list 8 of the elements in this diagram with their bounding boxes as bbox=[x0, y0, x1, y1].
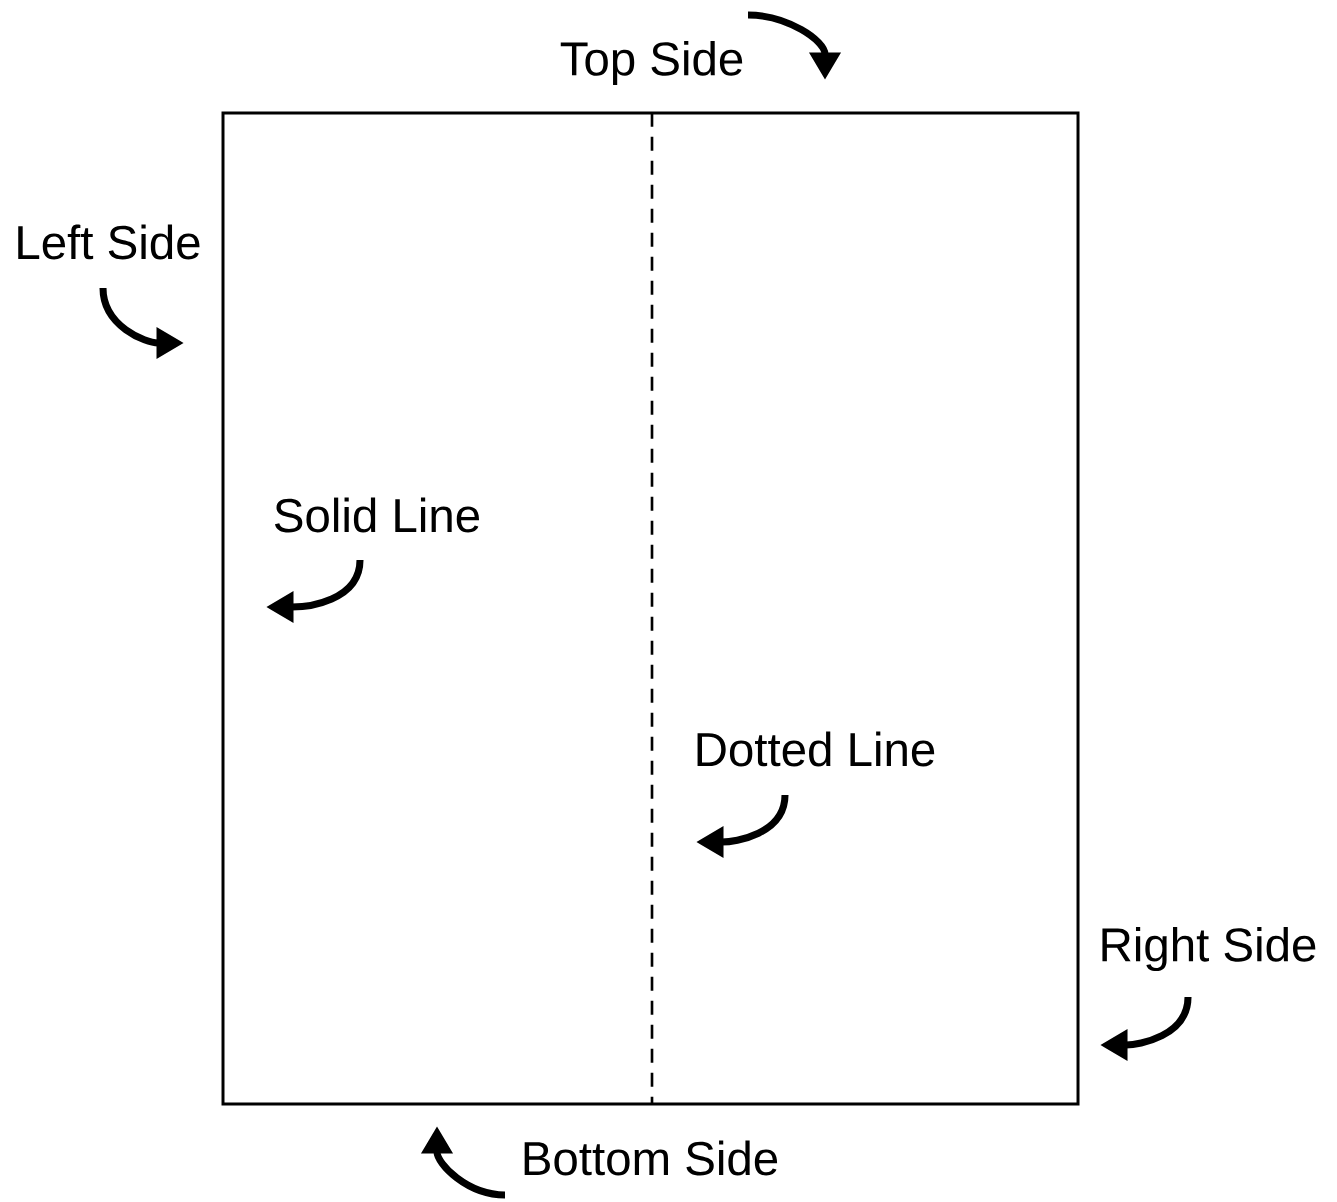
side-label: Solid Line bbox=[274, 497, 479, 533]
dashed-line bbox=[650, 112, 654, 1105]
side-label: Right Side bbox=[1102, 926, 1316, 972]
side-label: Dotted Line bbox=[697, 731, 935, 767]
rectangle bbox=[221, 111, 1080, 1106]
side-label: Top Side bbox=[560, 40, 743, 86]
side-label: Left Side bbox=[18, 224, 200, 260]
side-label: Bottom Side bbox=[524, 1140, 778, 1176]
